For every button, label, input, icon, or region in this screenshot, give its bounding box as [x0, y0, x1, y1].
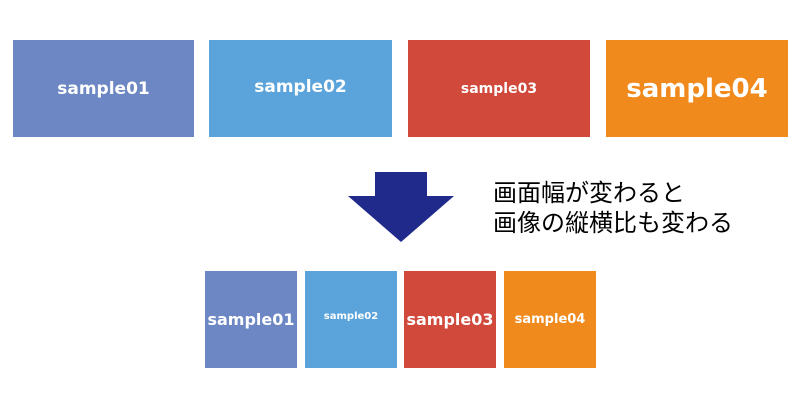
box-label: sample02 — [323, 311, 379, 322]
box-label: sample01 — [207, 310, 295, 329]
box-label: sample04 — [514, 312, 586, 327]
box-label: sample01 — [57, 78, 150, 99]
top-box-sample04: sample04 — [606, 40, 788, 137]
caption-line-1: 画面幅が変わると — [493, 179, 685, 207]
bottom-box-sample02: sample02 — [305, 271, 397, 368]
box-label: sample03 — [460, 80, 538, 97]
arrow-shape — [348, 172, 454, 242]
top-box-sample03: sample03 — [408, 40, 590, 137]
down-arrow-icon — [348, 172, 454, 242]
box-label: sample02 — [254, 76, 347, 97]
top-box-sample02: sample02 — [209, 40, 392, 137]
caption-line-2: 画像の縦横比も変わる — [493, 209, 733, 237]
bottom-box-sample01: sample01 — [205, 271, 297, 368]
box-label: sample04 — [626, 73, 768, 104]
box-label: sample03 — [406, 310, 494, 329]
bottom-box-sample03: sample03 — [404, 271, 496, 368]
top-box-sample01: sample01 — [13, 40, 194, 137]
bottom-box-sample04: sample04 — [504, 271, 596, 368]
